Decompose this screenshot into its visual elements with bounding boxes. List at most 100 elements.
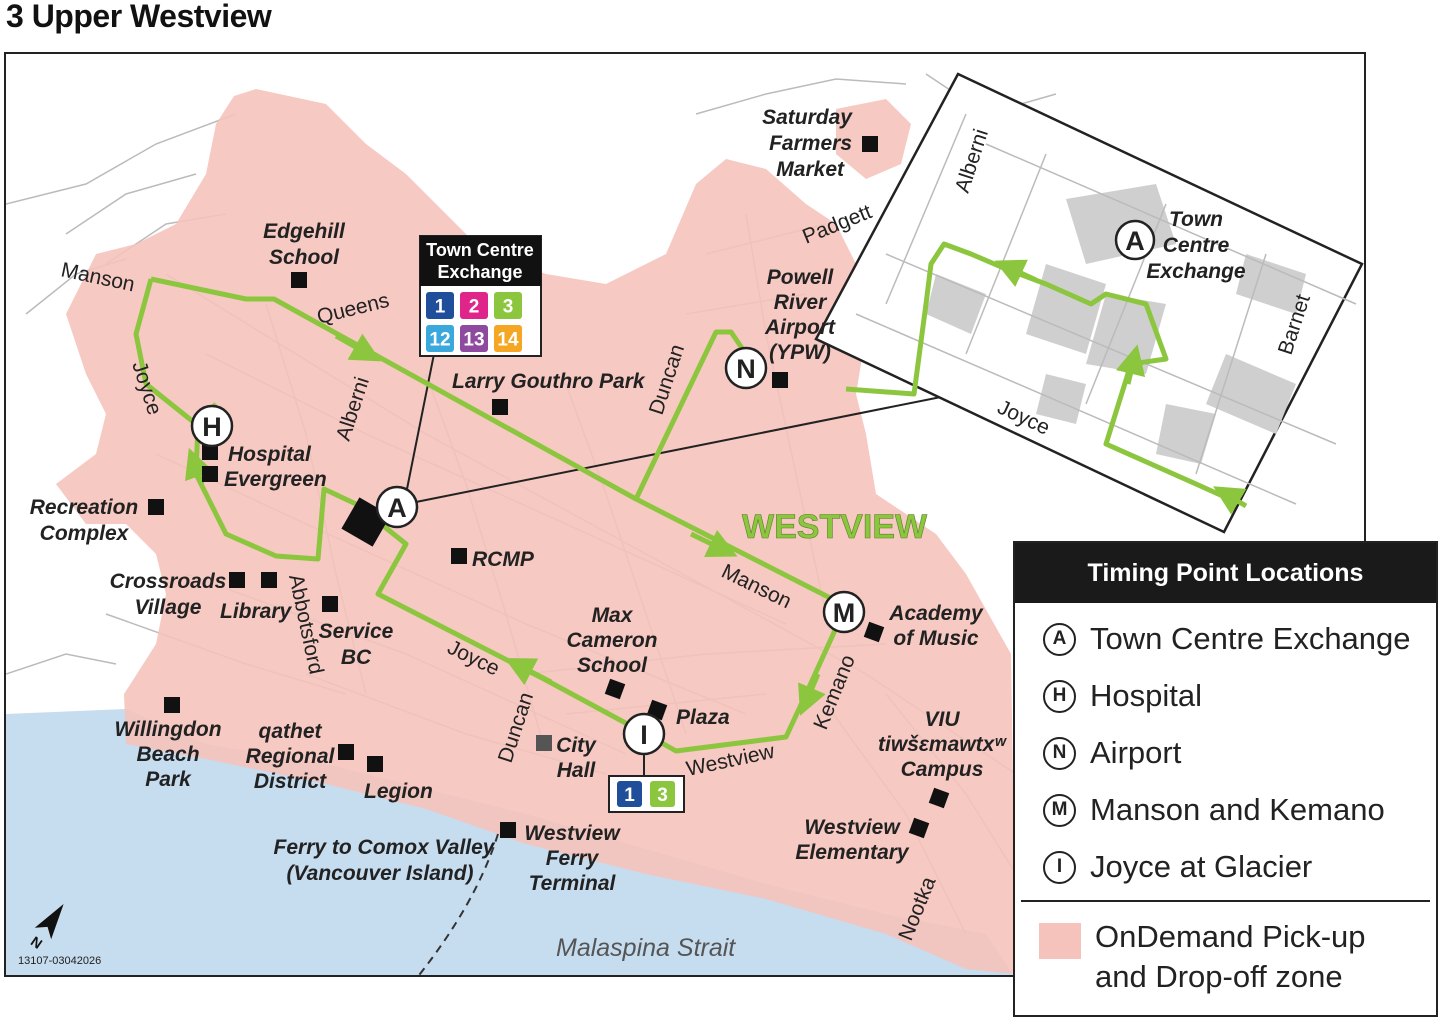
legend-timing-icon: M xyxy=(1043,793,1076,827)
legend-divider xyxy=(1021,900,1430,902)
legend-item-n[interactable]: N Airport xyxy=(1043,735,1181,771)
route-badge xyxy=(426,292,454,319)
label-ferry-terminal: Westview xyxy=(524,822,621,845)
label-malaspina-strait: Malaspina Strait xyxy=(556,934,736,962)
inset-streets xyxy=(855,113,1357,505)
label-ferry-comox: Ferry to Comox Valley xyxy=(274,836,496,859)
label-recreation: Recreation xyxy=(30,496,139,519)
inset-leader-top xyxy=(405,395,947,505)
route-badge-number: 2 xyxy=(469,297,480,318)
legend-item-a[interactable]: A Town Centre Exchange xyxy=(1043,621,1411,657)
route-badge-number: 1 xyxy=(435,297,446,318)
map-code: 13107-03042026 xyxy=(18,955,102,967)
route-badge-number: 3 xyxy=(657,785,668,806)
timing-point-h[interactable]: H xyxy=(190,404,234,448)
route-arrow-queens xyxy=(334,333,382,362)
inset-arrow-3 xyxy=(1213,486,1248,515)
inset-map[interactable]: A Town Centre Exchange Alberni Barnet Jo… xyxy=(814,72,1364,534)
route-badge xyxy=(650,781,675,807)
legend-item-h[interactable]: H Hospital xyxy=(1043,678,1202,714)
label-city-hall: City xyxy=(556,734,597,757)
route-badge xyxy=(460,325,488,352)
legend-timing-icon: A xyxy=(1043,622,1076,656)
route-arrow-kemano xyxy=(798,673,826,716)
legend-timing-icon: I xyxy=(1043,850,1076,884)
map-frame[interactable]: A Town Centre Exchange Alberni Barnet Jo… xyxy=(4,52,1366,977)
legend-item-i[interactable]: I Joyce at Glacier xyxy=(1043,849,1312,885)
label-max-cameron: Max xyxy=(592,604,634,627)
inset-timing-a-letter: A xyxy=(1125,226,1145,256)
route-badge-number: 14 xyxy=(497,330,519,351)
legend-timing-icon: N xyxy=(1043,736,1076,770)
area-label-westview: WESTVIEW xyxy=(742,508,928,546)
inset-route-line xyxy=(845,241,1238,505)
svg-text:Ferry to Comox Valley(Vancouve: Ferry to Comox Valley(Vancouver Island) xyxy=(274,836,496,885)
timing-point-i[interactable]: I xyxy=(622,712,666,756)
label-academy: Academy xyxy=(888,602,984,625)
legend-title: Timing Point Locations xyxy=(1015,543,1436,603)
svg-text:H: H xyxy=(202,412,222,442)
city-hall-marker xyxy=(536,735,552,751)
svg-text:Town: Town xyxy=(1169,208,1223,231)
label-viu: VIU xyxy=(924,708,960,731)
exchange-leader xyxy=(405,353,435,495)
label-service-bc: Service xyxy=(319,620,394,643)
malaspina-strait-water xyxy=(6,709,1014,975)
route-badge xyxy=(494,325,522,352)
route-badge xyxy=(494,292,522,319)
page-title: 3 Upper Westview xyxy=(6,0,272,34)
timing-point-m[interactable]: M xyxy=(822,590,866,634)
label-westview-elementary: Westview xyxy=(804,816,901,839)
legend-zone-swatch xyxy=(1039,923,1081,959)
legend-zone-label: OnDemand Pick-up and Drop-off zone xyxy=(1095,919,1366,994)
legend-item-label: Airport xyxy=(1090,735,1182,770)
route-map[interactable]: A Town Centre Exchange Alberni Barnet Jo… xyxy=(6,54,1366,977)
legend-item-m[interactable]: M Manson and Kemano xyxy=(1043,792,1385,828)
route-badge-number: 13 xyxy=(463,330,484,351)
svg-text:I: I xyxy=(640,720,648,750)
svg-text:N: N xyxy=(736,354,756,384)
legend-item-label: Town Centre Exchange xyxy=(1090,621,1411,656)
inset-arrow-1 xyxy=(1115,344,1146,385)
route-arrow-manson xyxy=(689,529,738,557)
svg-text:Centre: Centre xyxy=(1163,234,1230,257)
route-badge xyxy=(426,325,454,352)
ferry-route-line xyxy=(417,833,499,975)
label-plaza: Plaza xyxy=(676,706,730,729)
timing-point-n[interactable]: N xyxy=(724,346,768,390)
route-badge-number: 12 xyxy=(429,330,450,351)
label-airport: Powell xyxy=(767,266,835,289)
label-larry-gouthro: Larry Gouthro Park xyxy=(452,370,646,393)
label-library: Library xyxy=(220,600,293,623)
inset-timing-a-circle[interactable] xyxy=(1114,219,1156,261)
legend-panel: Timing Point Locations A Town Centre Exc… xyxy=(1013,541,1438,1017)
timing-point-a[interactable]: A xyxy=(375,485,419,529)
legend-item-label: Manson and Kemano xyxy=(1090,792,1385,827)
inset-arrow-2 xyxy=(994,259,1038,287)
route-3-line xyxy=(133,276,849,754)
label-legion: Legion xyxy=(364,780,433,803)
route-badge-number: 1 xyxy=(624,785,635,806)
svg-text:M: M xyxy=(833,598,856,628)
legend-timing-icon: H xyxy=(1043,679,1076,713)
route-arrow-west xyxy=(185,447,214,485)
label-crossroads: Crossroads xyxy=(110,570,227,593)
label-hospital: Hospital xyxy=(228,443,312,466)
label-qathet: qathet xyxy=(259,720,323,743)
